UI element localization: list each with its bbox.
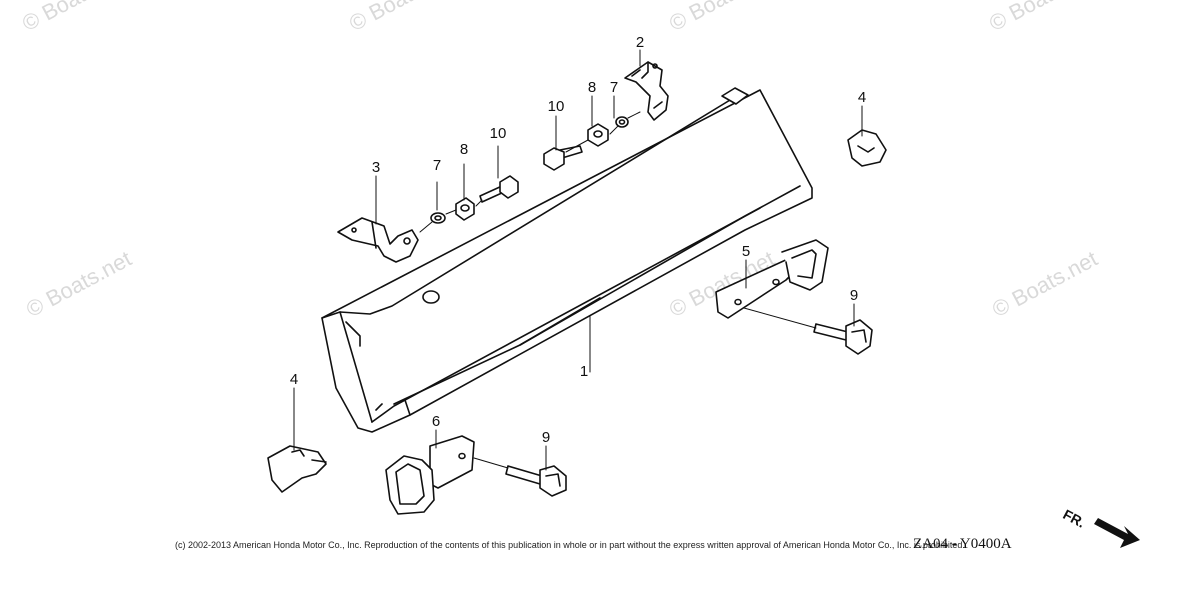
callout-1: 1 bbox=[580, 363, 588, 380]
part-4-clip-right bbox=[847, 129, 887, 167]
callout-7: 7 bbox=[433, 157, 441, 174]
callout-10: 10 bbox=[548, 98, 565, 115]
part-9-bolt bbox=[505, 465, 567, 497]
callout-7: 7 bbox=[610, 79, 618, 96]
callout-8: 8 bbox=[460, 141, 468, 158]
copyright-notice: (c) 2002-2013 American Honda Motor Co., … bbox=[175, 540, 965, 550]
part-6-loop-bracket bbox=[385, 435, 475, 515]
part-1-main-bracket bbox=[321, 87, 813, 433]
diagram-code: ZA04 - Y0400A bbox=[913, 536, 1012, 552]
callout-4: 4 bbox=[858, 89, 866, 106]
part-2-bracket bbox=[624, 61, 669, 121]
callout-9: 9 bbox=[850, 287, 858, 304]
callout-2: 2 bbox=[636, 34, 644, 51]
part-10-bolt bbox=[543, 145, 583, 171]
callout-3: 3 bbox=[372, 159, 380, 176]
part-5-loop-bracket bbox=[715, 239, 829, 319]
part-8-nut bbox=[455, 197, 475, 221]
callout-4: 4 bbox=[290, 371, 298, 388]
callout-8: 8 bbox=[588, 79, 596, 96]
callout-10: 10 bbox=[490, 125, 507, 142]
callout-9: 9 bbox=[542, 429, 550, 446]
part-4-clip-left bbox=[267, 445, 327, 493]
front-direction-arrow-icon bbox=[1094, 518, 1140, 548]
part-3-bracket bbox=[337, 217, 419, 263]
part-9-bolt bbox=[813, 319, 873, 355]
part-7-washer bbox=[615, 116, 629, 128]
part-7-washer bbox=[430, 212, 446, 224]
callout-5: 5 bbox=[742, 243, 750, 260]
part-10-bolt bbox=[479, 175, 519, 203]
part-8-nut bbox=[587, 123, 609, 147]
callout-6: 6 bbox=[432, 413, 440, 430]
leader-lines bbox=[293, 49, 863, 471]
